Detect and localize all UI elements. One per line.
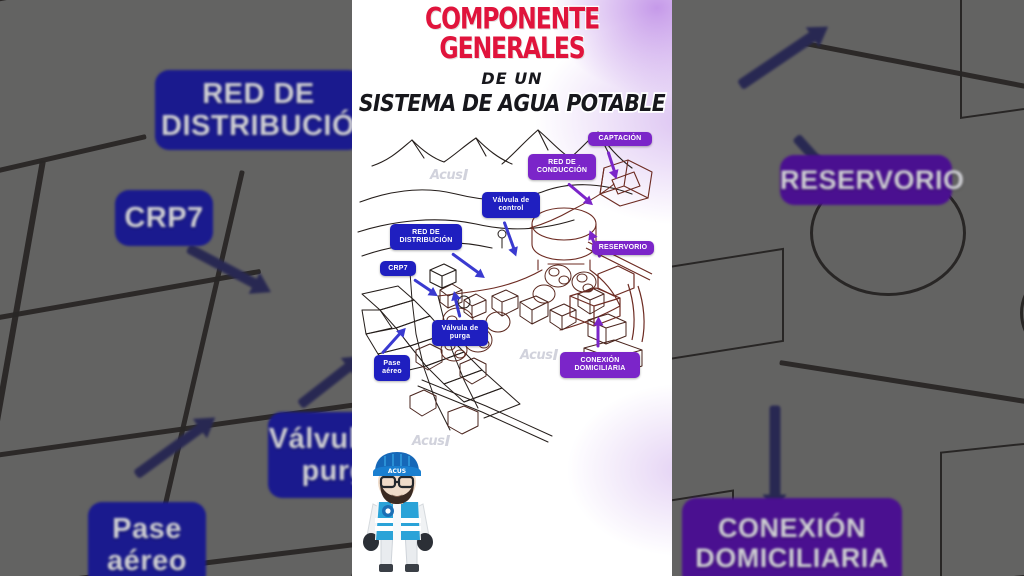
title-subject: SISTEMA DE AGUA POTABLE [357, 89, 667, 117]
bg-label-crp7: CRP7 [115, 190, 213, 246]
diagram-sketch [357, 129, 653, 443]
diagram-label-reservorio[interactable]: RESERVORIO [592, 241, 654, 255]
title-block: COMPONENTE GENERALES DE UN SISTEMA DE AG… [352, 2, 672, 117]
watermark-acus: Acus [430, 168, 469, 183]
page-title: COMPONENTE GENERALES [424, 1, 601, 65]
diagram-label-crp7[interactable]: CRP7 [380, 261, 416, 276]
watermark-acus: Acus [412, 434, 451, 449]
avatar: ACUS [363, 452, 433, 572]
diagram-label-captacion[interactable]: CAPTACIÓN [588, 132, 652, 146]
watermark-acus: Acus [520, 348, 559, 363]
title-subline: DE UN [480, 68, 543, 90]
helmet-label: ACUS [388, 468, 406, 475]
arrow-to-conexion [596, 323, 600, 348]
bg-label-reservorio: RESERVORIO [780, 155, 964, 205]
